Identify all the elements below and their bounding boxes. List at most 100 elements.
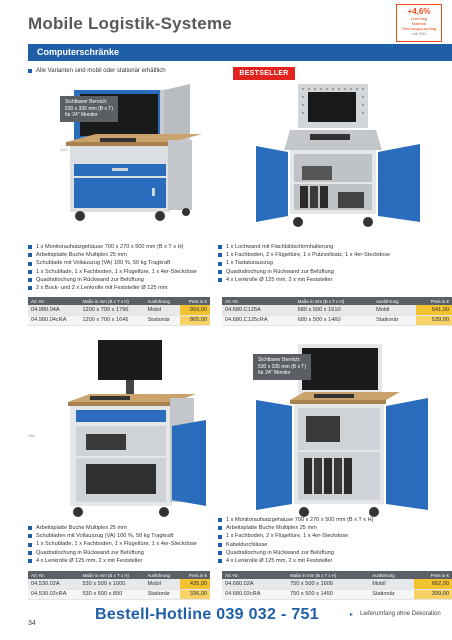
feature-item: 1 x Schublade, 1 x Fachboden, 1 x Flügel…: [28, 540, 197, 548]
product-2-features: 1 x Lochwand mit Flachbildschirmhalterun…: [218, 243, 390, 284]
bullet-square-icon: [28, 286, 32, 291]
page-number: 34: [28, 620, 36, 627]
col-header: Maße in mm (B x T x H): [79, 571, 145, 579]
col-header: Preis in €: [179, 571, 210, 579]
feature-text: Schublade mit Vollauszug (VA) 100 %, 50 …: [36, 260, 171, 267]
section-header: Computerschränke: [28, 44, 452, 61]
article-number: 04.980.04cRA: [28, 315, 80, 326]
bullet-square-icon: [28, 558, 32, 563]
feature-text: Arbeitsplatte Buche Multiplex 25 mm: [36, 252, 127, 259]
delivery-note: Lieferumfang ohne Dekoration: [360, 611, 441, 617]
feature-item: Schubladen mit Vollauszug (VA) 100 %, 50…: [28, 532, 197, 540]
product-4-table: Art.-Nr. Maße in mm (B x T x H) Ausführu…: [222, 571, 452, 600]
feature-text: Arbeitsplatte Buche Multiplex 25 mm: [226, 525, 317, 532]
feature-item: 4 x Lenkrolle Ø 125 mm, 2 x mit Feststel…: [28, 557, 197, 565]
feature-item: 4 x Lenkrolle Ø 125 mm, 2 x mit Feststel…: [218, 276, 390, 284]
visible-area-callout-middle: Sichtbarer Bereich: 530 x 335 mm (B x T)…: [253, 354, 311, 380]
product-image-cabinet-housing-open: [256, 344, 428, 517]
dimensions: 1200 x 700 x 1796: [79, 305, 145, 316]
variant: Mobil: [369, 579, 414, 590]
table-header-row: Art.-Nr. Maße in mm (B x T x H) Ausführu…: [222, 571, 452, 579]
table-row: 04.680.02cRA 750 x 500 x 1450 Stationär …: [222, 589, 452, 600]
bestseller-badge: BESTSELLER: [233, 67, 295, 80]
col-header: Ausführung: [369, 571, 414, 579]
feature-text: Arbeitsplatte Buche Multiplex 25 mm: [36, 525, 127, 531]
table-row: 04.530.02cRA 530 x 500 x 850 Stationär 3…: [28, 589, 210, 600]
callout-line: 530 x 335 mm (B x T): [65, 105, 113, 112]
product-image-pegboard-cabinet: [256, 84, 420, 227]
bullet-square-icon: [28, 277, 32, 282]
feature-item: Quadratlochung in Rückwand zur Belüftung: [28, 549, 197, 557]
variant: Stationär: [144, 589, 180, 600]
dimensions: 530 x 500 x 1000: [79, 579, 145, 590]
variant: Mobil: [144, 305, 180, 316]
feature-text: 1 x Schublade, 1 x Fachboden, 1 x Flügel…: [36, 541, 197, 548]
bullet-square-icon: [218, 245, 222, 250]
product-4-features: 1 x Monitoraufsatzgehäuse 700 x 270 x 50…: [218, 516, 373, 565]
bullet-square-icon: [218, 253, 222, 258]
feature-item: Quadratlochung in Rückwand zur Belüftung: [218, 549, 373, 557]
col-header: Preis in €: [415, 297, 452, 305]
table-header-row: Art.-Nr. Maße in mm (B x T x H) Ausführu…: [28, 297, 210, 305]
badge-line3: Teuerungszuschlag: [401, 26, 437, 31]
dimension-tick: 120: [60, 147, 67, 152]
badge-line2: Material: [411, 21, 427, 26]
arrow-right-icon: ▸: [350, 612, 354, 618]
badge-percent: +4,6%: [407, 7, 431, 16]
table-row: 04.680.02A 750 x 500 x 1600 Mobil 662,00: [222, 579, 452, 590]
callout-line: 530 x 335 mm (B x T): [258, 363, 306, 370]
article-number: 04.530.02A: [28, 579, 80, 590]
dimensions: 530 x 500 x 850: [79, 589, 145, 600]
badge-grey: • ab 2022: [411, 32, 427, 36]
order-hotline: Bestell-Hotline 039 032 - 751: [95, 606, 319, 623]
price: 969,00: [179, 305, 210, 316]
feature-item: Arbeitsplatte Buche Multiplex 25 mm: [218, 524, 373, 532]
feature-item: 1 x Fachboden, 2 x Flügeltüre, 1 x 4er-S…: [218, 532, 373, 540]
bullet-square-icon: [28, 261, 32, 266]
article-number: 04.530.02cRA: [28, 589, 80, 600]
bullet-square-icon: [28, 253, 32, 258]
col-header: Ausführung: [144, 571, 180, 579]
variant: Mobil: [144, 579, 180, 590]
bullet-square-icon: [218, 269, 222, 274]
feature-text: 1 x Monitoraufsatzgehäuse 700 x 270 x 50…: [36, 244, 184, 250]
table-row: 04.680.C125A 680 x 500 x 1610 Mobil 641,…: [222, 305, 452, 316]
bullet-square-icon: [218, 542, 222, 547]
table-row: 04.530.02A 530 x 500 x 1000 Mobil 435,00: [28, 579, 210, 590]
product-1-features: 1 x Monitoraufsatzgehäuse 700 x 270 x 50…: [28, 243, 197, 292]
bullet-square-icon: [218, 534, 222, 539]
feature-text: 1 x Lochwand mit Flachbildschirmhalterun…: [226, 244, 334, 250]
price: 539,00: [415, 315, 452, 326]
bullet-square-icon: [28, 269, 32, 274]
col-header: Maße in mm (B x T x H): [287, 571, 370, 579]
variant: Mobil: [373, 305, 416, 316]
bullet-square-icon: [218, 559, 222, 564]
table-row: 04.980.04A 1200 x 700 x 1796 Mobil 969,0…: [28, 305, 210, 316]
feature-item: 2 x Bock- und 2 x Lenkrolle mit Feststel…: [28, 284, 197, 292]
feature-item: 1 x Lochwand mit Flachbildschirmhalterun…: [218, 243, 390, 251]
feature-text: 1 x Schublade, 1 x Fachboden, 1 x Flügel…: [36, 268, 197, 275]
feature-text: 1 x Tastaturauszug: [226, 260, 273, 267]
feature-item: 1 x Tastaturauszug: [218, 259, 390, 267]
product-1-table: Art.-Nr. Maße in mm (B x T x H) Ausführu…: [28, 297, 210, 326]
badge-line1: Zuschlag: [410, 16, 428, 21]
price: 662,00: [413, 579, 452, 590]
article-number: 04.980.04A: [28, 305, 80, 316]
col-header: Maße in mm (B x T x H): [294, 297, 374, 305]
variant: Stationär: [373, 315, 416, 326]
intro-line: Alle Varianten sind mobil oder stationär…: [28, 68, 166, 74]
dimensions: 750 x 500 x 1450: [287, 589, 370, 600]
article-number: 04.680.C125A: [222, 305, 295, 316]
feature-item: Quadratlochung in Rückwand zur Belüftung: [218, 268, 390, 276]
table-row: 04.680.C125cRA 680 x 500 x 1460 Stationä…: [222, 315, 452, 326]
feature-item: Kabeldurchlässe: [218, 541, 373, 549]
feature-item: Schublade mit Vollauszug (VA) 100 %, 50 …: [28, 259, 197, 267]
price: 865,00: [179, 315, 210, 326]
feature-item: Arbeitsplatte Buche Multiplex 25 mm: [28, 524, 197, 532]
feature-text: Schubladen mit Vollauszug (VA) 100 %, 50…: [36, 533, 174, 540]
feature-item: Quadratlochung in Rückwand zur Belüftung: [28, 276, 197, 284]
feature-item: 1 x Schublade, 1 x Fachboden, 1 x Flügel…: [28, 268, 197, 276]
col-header: Preis in €: [413, 571, 452, 579]
bullet-square-icon: [28, 550, 32, 555]
col-header: Maße in mm (B x T x H): [79, 297, 145, 305]
